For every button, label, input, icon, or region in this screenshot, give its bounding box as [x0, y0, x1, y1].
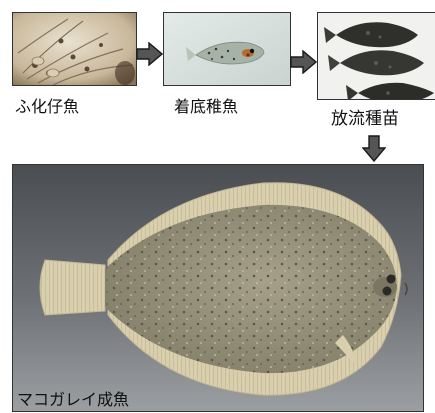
right-arrow-icon — [290, 50, 317, 74]
down-arrow-icon — [362, 135, 386, 162]
adult-flounder-photo: マコガレイ成魚 — [12, 164, 424, 412]
right-arrow-icon — [136, 42, 163, 66]
stage-label-larvae: ふ化仔魚 — [15, 99, 79, 115]
adult-flounder-label: マコガレイ成魚 — [17, 392, 129, 408]
settled-juvenile-photo — [163, 12, 291, 86]
release-seedlings-photo — [317, 12, 435, 100]
stage-label-release-seedlings: 放流種苗 — [331, 111, 399, 128]
larvae-photo — [12, 12, 137, 86]
stage-label-settled-juvenile: 着底稚魚 — [174, 99, 238, 115]
